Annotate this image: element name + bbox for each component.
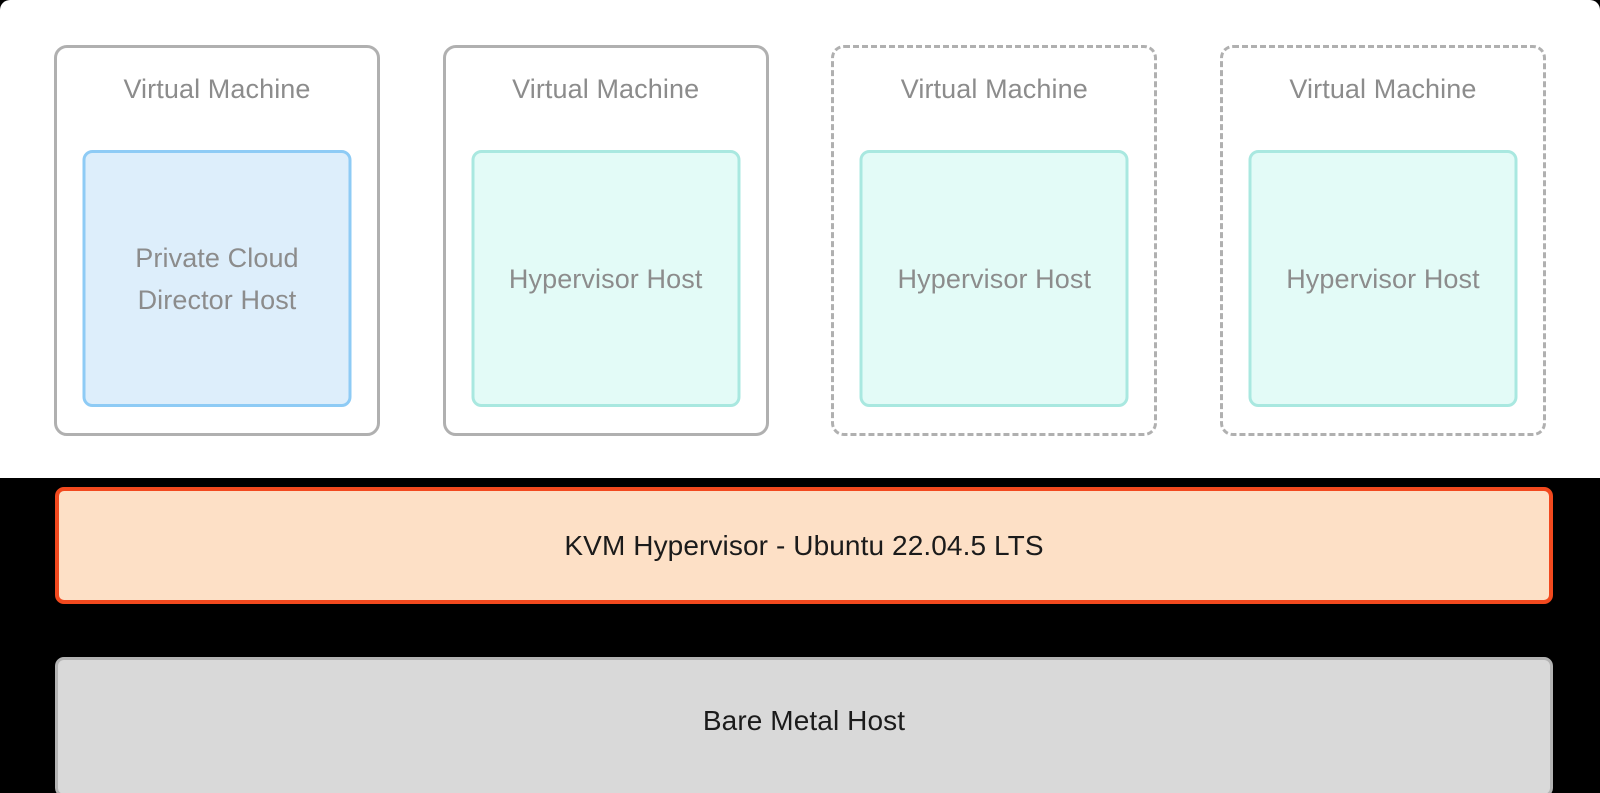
virtual-machine-card-label: Virtual Machine <box>900 74 1088 104</box>
host-box-hypervisor-1[interactable]: Hypervisor Host <box>471 150 741 407</box>
virtual-machine-card-4[interactable]: Virtual Machine Hypervisor Host <box>1219 45 1546 436</box>
host-box-hypervisor-2[interactable]: Hypervisor Host <box>859 150 1129 407</box>
virtual-machine-card-1[interactable]: Virtual Machine Private Cloud Director H… <box>54 45 380 436</box>
virtual-machine-card-label: Virtual Machine <box>1289 74 1477 104</box>
host-box-private-cloud-director[interactable]: Private Cloud Director Host <box>82 150 352 407</box>
kvm-hypervisor-label: KVM Hypervisor - Ubuntu 22.04.5 LTS <box>564 529 1044 561</box>
kvm-hypervisor-layer[interactable]: KVM Hypervisor - Ubuntu 22.04.5 LTS <box>55 487 1553 604</box>
host-label: Hypervisor Host <box>1286 263 1480 294</box>
host-label: Hypervisor Host <box>508 263 703 294</box>
virtual-machine-row: Virtual Machine Private Cloud Director H… <box>54 45 1546 436</box>
bare-metal-host-layer[interactable]: Bare Metal Host <box>55 657 1553 793</box>
host-box-hypervisor-3[interactable]: Hypervisor Host <box>1248 150 1518 407</box>
host-label: Hypervisor Host <box>897 263 1092 294</box>
virtual-machine-card-label: Virtual Machine <box>512 74 700 104</box>
bare-metal-host-label: Bare Metal Host <box>702 705 906 736</box>
virtual-machine-panel: Virtual Machine Private Cloud Director H… <box>0 0 1600 478</box>
virtual-machine-card-2[interactable]: Virtual Machine Hypervisor Host <box>442 45 769 436</box>
host-label: Private Cloud Director Host <box>135 242 299 315</box>
virtual-machine-card-label: Virtual Machine <box>123 74 311 104</box>
virtual-machine-card-3[interactable]: Virtual Machine Hypervisor Host <box>831 45 1158 436</box>
